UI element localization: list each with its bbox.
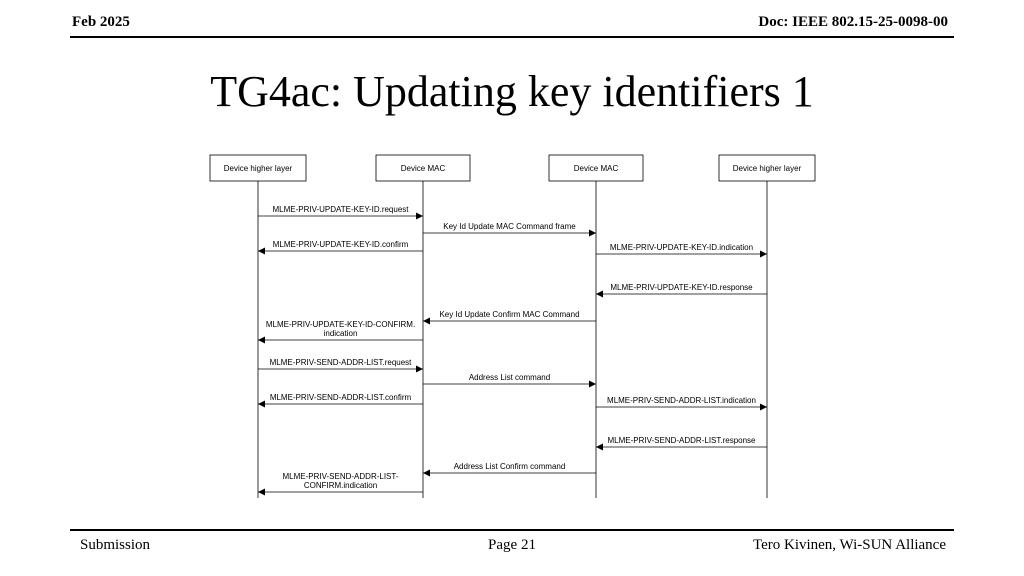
message-label: indication <box>324 329 358 338</box>
message-9: MLME-PRIV-SEND-ADDR-LIST.confirm <box>258 393 423 408</box>
message-label: Key Id Update MAC Command frame <box>443 222 576 231</box>
message-label: CONFIRM.indication <box>304 481 377 490</box>
footer-divider <box>70 529 954 531</box>
message-12: Address List Confirm command <box>423 462 596 477</box>
participant-label: Device MAC <box>401 164 446 173</box>
participant-label: Device higher layer <box>224 164 293 173</box>
participant-box <box>548 154 644 182</box>
message-4: MLME-PRIV-UPDATE-KEY-ID.response <box>596 283 767 298</box>
slide-title: TG4ac: Updating key identifiers 1 <box>210 67 814 116</box>
message-label: MLME-PRIV-UPDATE-KEY-ID.confirm <box>273 240 409 249</box>
message-6: MLME-PRIV-UPDATE-KEY-ID-CONFIRM.indicati… <box>258 320 423 344</box>
message-label: MLME-PRIV-SEND-ADDR-LIST.indication <box>607 396 756 405</box>
message-label: MLME-PRIV-UPDATE-KEY-ID-CONFIRM. <box>266 320 415 329</box>
message-2: MLME-PRIV-UPDATE-KEY-ID.confirm <box>258 240 423 255</box>
participant-2: Device MAC <box>548 154 644 498</box>
participant-label: Device higher layer <box>733 164 802 173</box>
footer-submission: Submission <box>80 537 151 553</box>
message-label: MLME-PRIV-SEND-ADDR-LIST.confirm <box>270 393 412 402</box>
message-5: Key Id Update Confirm MAC Command <box>423 310 596 325</box>
message-label: MLME-PRIV-SEND-ADDR-LIST.request <box>270 358 413 367</box>
footer-page-number: Page 21 <box>488 537 536 553</box>
header-divider <box>70 36 954 38</box>
message-label: Address List Confirm command <box>454 462 566 471</box>
participant-1: Device MAC <box>375 154 471 498</box>
message-10: MLME-PRIV-SEND-ADDR-LIST.indication <box>596 396 767 411</box>
participant-box <box>718 154 816 182</box>
message-3: MLME-PRIV-UPDATE-KEY-ID.indication <box>596 243 767 258</box>
message-label: MLME-PRIV-UPDATE-KEY-ID.request <box>272 205 409 214</box>
message-label: Key Id Update Confirm MAC Command <box>439 310 579 319</box>
message-11: MLME-PRIV-SEND-ADDR-LIST.response <box>596 436 767 451</box>
participant-label: Device MAC <box>574 164 619 173</box>
participant-3: Device higher layer <box>718 154 816 498</box>
message-label: Address List command <box>469 373 550 382</box>
message-label: MLME-PRIV-UPDATE-KEY-ID.response <box>610 283 753 292</box>
header-date: Feb 2025 <box>72 14 130 30</box>
header-doc-id: Doc: IEEE 802.15-25-0098-00 <box>758 14 948 30</box>
message-13: MLME-PRIV-SEND-ADDR-LIST-CONFIRM.indicat… <box>258 472 423 496</box>
message-label: MLME-PRIV-SEND-ADDR-LIST.response <box>607 436 756 445</box>
message-1: Key Id Update MAC Command frame <box>423 222 596 237</box>
message-0: MLME-PRIV-UPDATE-KEY-ID.request <box>258 205 423 220</box>
footer-author: Tero Kivinen, Wi-SUN Alliance <box>752 537 946 553</box>
message-label: MLME-PRIV-SEND-ADDR-LIST- <box>282 472 398 481</box>
message-label: MLME-PRIV-UPDATE-KEY-ID.indication <box>610 243 753 252</box>
message-8: Address List command <box>423 373 596 388</box>
message-7: MLME-PRIV-SEND-ADDR-LIST.request <box>258 358 423 373</box>
participant-box <box>209 154 307 182</box>
